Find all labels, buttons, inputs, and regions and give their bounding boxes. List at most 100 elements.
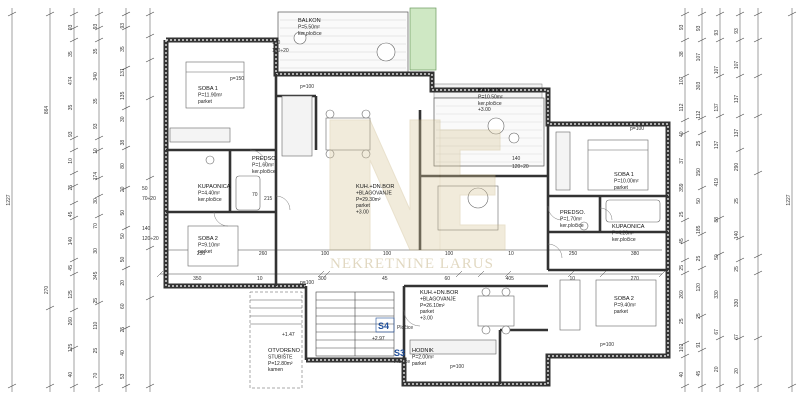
room-label-soba2-left-line-2: parket	[198, 249, 213, 255]
dimension-value: 45	[696, 371, 702, 377]
room-label-predsoblje-right-line-1: P=1.70m²	[560, 216, 582, 222]
dimension-note: 120÷20	[142, 236, 159, 242]
room-label-balkon-right-line-2: ker.pločice	[478, 101, 502, 107]
dimension-value: 25	[93, 348, 99, 354]
dimension-note: p=150	[230, 76, 244, 82]
dimension-note: p=100	[450, 364, 464, 370]
kitchen-counter-top	[281, 95, 313, 157]
dimension-value: 37	[679, 158, 685, 164]
right-dimension-ticks	[680, 11, 797, 389]
dimension-value: 93	[68, 24, 74, 30]
dimension-value: 50	[714, 254, 720, 260]
dimension-value: 270	[631, 276, 640, 282]
outer-walls-inner-line	[165, 39, 669, 385]
room-label-stubiste-line-0: OTVORENO	[268, 348, 301, 354]
room-label-soba2-right-line-1: P=9.40m²	[614, 302, 636, 308]
room-label-soba2-right-line-2: parket	[614, 309, 629, 315]
dimension-value: 10	[508, 251, 514, 257]
dimension-note: 215	[264, 196, 273, 202]
dimension-value: 350	[193, 276, 202, 282]
room-label-kupaonica-right-line-0: KUPAONICA	[612, 224, 645, 230]
room-label-kuhinja-top-line-4: +3.00	[356, 210, 369, 216]
dimension-value: 330	[734, 299, 740, 308]
dimension-value: 70	[93, 223, 99, 229]
dimension-value: 35	[93, 98, 99, 104]
dining-table-bottom	[477, 295, 515, 327]
dimension-value: 88	[714, 217, 720, 223]
chair-b3	[481, 325, 491, 335]
tag-s4-box	[375, 317, 395, 333]
dimension-value: 1227	[6, 194, 12, 205]
dimension-value: 25	[120, 327, 126, 333]
dimension-value: 260	[679, 290, 685, 299]
dimension-value: 330	[714, 290, 720, 299]
dimension-value: 137	[714, 103, 720, 112]
room-label-hodnik-line-0: HODNIK	[412, 348, 434, 354]
dimension-value: 93	[93, 23, 99, 29]
dimension-value: 25	[696, 256, 702, 262]
level-stair-a: +1.47	[282, 332, 295, 338]
watermark-logo	[329, 119, 506, 251]
dimension-note: 140	[142, 226, 151, 232]
dimension-note: 120÷20	[512, 164, 529, 170]
chair-b1	[481, 287, 491, 297]
dimension-value: 1227	[786, 194, 792, 205]
dimension-value: 10	[68, 158, 74, 164]
dimension-value: 300	[318, 276, 327, 282]
sofa-bottom	[559, 279, 581, 331]
room-label-kuhinja-bottom-line-4: +3.00	[420, 316, 433, 322]
dimension-value: 93	[68, 131, 74, 137]
dimension-value: 345	[93, 271, 99, 280]
dimension-value: 405	[506, 276, 515, 282]
dimension-value: 50	[120, 233, 126, 239]
balcony-right-deck	[433, 97, 545, 167]
dimension-value: 107	[696, 53, 702, 62]
dimension-value: 10	[569, 276, 575, 282]
dimension-value: 107	[679, 76, 685, 85]
dimension-value: 140	[734, 231, 740, 240]
balcony-table-right	[487, 117, 505, 135]
dimension-value: 260	[68, 317, 74, 326]
bed-right-2	[595, 279, 657, 327]
dimension-value: 50	[120, 256, 126, 262]
room-label-balkon-right-line-0: BALKON	[478, 88, 501, 94]
dimension-value: 93	[714, 30, 720, 36]
dimension-note: p=100	[630, 126, 644, 132]
dimension-value: 25	[696, 313, 702, 319]
dimension-value: 25	[68, 185, 74, 191]
room-label-balkon-right-line-3: +3.00	[478, 107, 491, 113]
dimension-value: 25	[679, 318, 685, 324]
dimension-value: 419	[714, 178, 720, 187]
door-swings	[213, 149, 613, 327]
dimension-value: 20	[714, 366, 720, 372]
dimension-value: 100	[383, 251, 392, 257]
dimension-value: 112	[696, 110, 702, 118]
room-label-predsoblje-right-line-0: PREDSO.	[560, 210, 586, 216]
wardrobe-right	[555, 131, 571, 191]
dimension-value: 250	[569, 251, 578, 257]
dimension-value: 125	[68, 344, 74, 353]
room-labels: SOBA 1P=11.90m²parketKUPAONICAP=4.40m²ke…	[198, 18, 645, 373]
dimension-value: 290	[734, 163, 740, 172]
dimension-value: 35	[93, 48, 99, 54]
watermark-text: NEKRETNINE LARUS	[330, 256, 494, 272]
dimension-value: 45	[68, 211, 74, 217]
armchair-top	[467, 187, 489, 209]
bed-left	[185, 61, 245, 109]
room-label-predsoblje-left-line-0: PREDSO.	[252, 156, 278, 162]
room-label-balkon-right-line-1: P=10.50m²	[478, 94, 503, 100]
room-label-kuhinja-bottom-line-2: P=26.10m²	[420, 303, 445, 309]
room-label-kupaonica-left-line-2: ker.pločice	[198, 197, 222, 203]
dimension-value: 359	[679, 183, 685, 192]
dimension-value: 50	[696, 198, 702, 204]
level-stair-b: +2.97	[372, 336, 385, 342]
room-label-hodnik-line-2: parket	[412, 361, 427, 367]
balcony-chair-1	[293, 31, 307, 45]
horizontal-dimension-line	[156, 249, 666, 278]
dimension-value: 40	[679, 131, 685, 137]
room-label-kuhinja-top-line-2: P=29.30m²	[356, 197, 381, 203]
dimension-value: 137	[734, 129, 740, 138]
dimension-note: p=100	[600, 342, 614, 348]
